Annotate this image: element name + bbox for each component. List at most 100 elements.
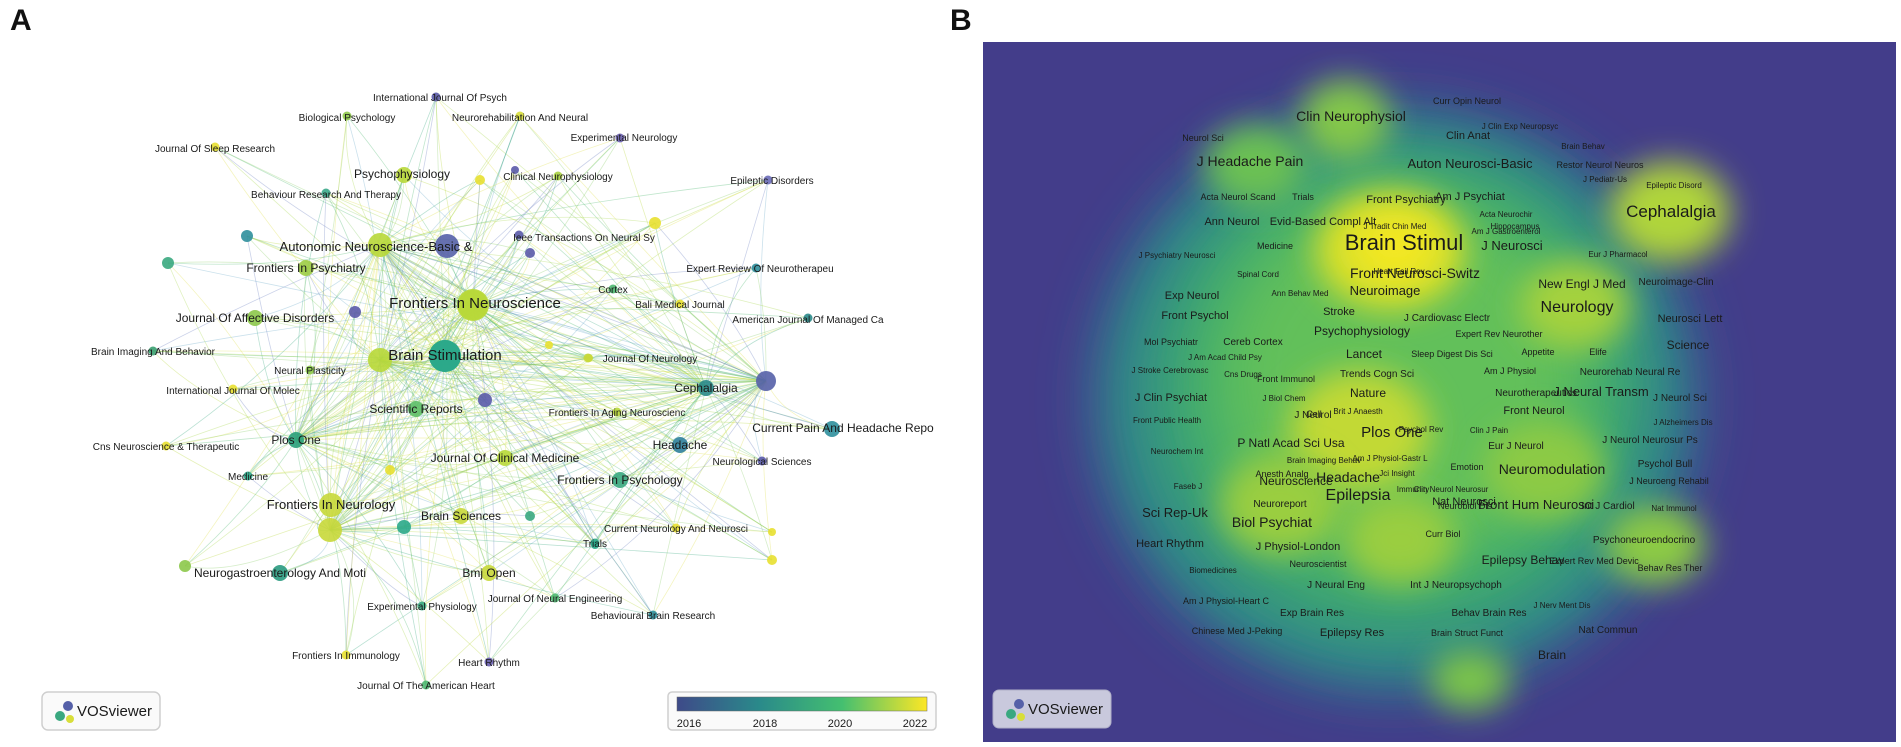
network-node-label: Frontiers In Neuroscience <box>389 295 561 312</box>
network-edge <box>329 529 490 574</box>
vosviewer-logo-text: VOSviewer <box>1028 701 1103 718</box>
network-edge <box>488 387 707 663</box>
network-node-label: Current Pain And Headache Repo <box>752 421 934 435</box>
network-edge <box>329 304 474 531</box>
network-node-label: Journal Of Neurology <box>603 354 698 365</box>
network-node <box>515 111 525 121</box>
network-edge <box>472 304 507 459</box>
network-edge <box>619 380 767 481</box>
network-node-label: Biological Psychology <box>299 113 396 124</box>
network-node-label: Frontiers In Aging Neuroscienc <box>549 408 686 419</box>
network-edge <box>446 245 767 382</box>
density-label: Behav Res Ther <box>1638 563 1703 573</box>
network-edge <box>295 303 681 441</box>
network-edge <box>295 439 621 481</box>
network-edge <box>329 529 427 686</box>
density-label: Psychol Bull <box>1638 459 1692 470</box>
density-label: J Headache Pain <box>1197 153 1304 169</box>
network-edge <box>389 387 707 471</box>
density-label: Front Psychol <box>1161 310 1228 322</box>
network-edge <box>165 244 381 447</box>
network-edge <box>472 304 763 462</box>
density-label: Eur J Neurol <box>1488 441 1544 452</box>
network-node <box>514 230 524 240</box>
network-edge <box>379 359 773 533</box>
network-edge <box>247 387 707 477</box>
network-node <box>349 306 361 318</box>
network-node <box>396 167 412 183</box>
density-label: Clin Anat <box>1446 130 1490 142</box>
network-edge <box>444 179 481 357</box>
year-colorbar: 2016 2018 2020 2022 <box>667 691 937 731</box>
network-edge <box>295 439 462 517</box>
network-labels: International Journal Of PsychBiological… <box>91 93 934 692</box>
network-node-label: Behaviour Research And Therapy <box>251 190 401 201</box>
density-label: Plos One <box>1361 424 1423 441</box>
network-edge <box>379 244 614 290</box>
network-edge <box>460 387 707 517</box>
network-node-label: Plos One <box>271 433 321 447</box>
density-label: Trials <box>1292 192 1314 202</box>
network-edge <box>254 317 707 389</box>
density-label: Neurobiol Dis <box>1438 501 1493 511</box>
network-edge <box>415 387 707 414</box>
network-edge <box>295 439 556 599</box>
network-edge <box>472 304 654 616</box>
network-edge <box>329 529 423 607</box>
network-edge <box>325 192 707 389</box>
network-node <box>228 384 238 394</box>
density-label: Sci Rep-Uk <box>1142 505 1208 520</box>
density-label: Spinal Cord <box>1237 270 1279 279</box>
network-edge <box>619 137 707 389</box>
network-edge <box>379 359 773 561</box>
density-label: Neuroscience <box>1259 474 1333 488</box>
network-edge <box>444 234 520 357</box>
network-edge <box>379 244 618 413</box>
network-edge <box>379 359 423 607</box>
network-edge <box>329 234 520 531</box>
network-edge <box>514 169 707 389</box>
density-label: Biomedicines <box>1189 566 1237 575</box>
network-edge <box>295 192 327 441</box>
density-label: Exp Neurol <box>1165 290 1219 302</box>
network-edge <box>472 179 481 306</box>
network-node <box>342 111 352 121</box>
network-node <box>247 310 263 326</box>
density-label: Trends Cogn Sci <box>1340 369 1414 380</box>
network-node-label: Behavioural Brain Research <box>591 611 716 622</box>
network-node <box>318 518 342 542</box>
network-edge <box>379 244 490 663</box>
network-edge <box>346 115 474 306</box>
network-edge <box>379 252 531 361</box>
network-edge <box>214 146 767 382</box>
network-edge <box>415 378 767 410</box>
network-edge <box>325 192 446 357</box>
network-node <box>648 610 658 620</box>
density-label: Neurosci Lett <box>1658 313 1723 325</box>
network-edge <box>403 355 446 528</box>
network-edge <box>705 317 809 389</box>
density-label: Behav Brain Res <box>1451 608 1526 619</box>
network-edge <box>379 359 767 382</box>
network-edge <box>325 192 381 361</box>
network-node <box>243 471 253 481</box>
network-edge <box>612 288 707 389</box>
network-node-label: Frontiers In Neurology <box>267 497 396 512</box>
network-edge <box>403 174 767 382</box>
network-edge <box>329 529 490 663</box>
network-edge <box>329 380 767 531</box>
network-node <box>612 407 622 417</box>
network-node <box>241 230 253 242</box>
network-edge <box>329 380 767 531</box>
network-edge <box>557 175 707 389</box>
network-node <box>210 142 220 152</box>
network-edge <box>167 244 381 265</box>
density-label: Immunity <box>1397 485 1429 494</box>
network-edge <box>295 357 590 441</box>
network-node <box>553 171 563 181</box>
network-edge <box>295 179 769 441</box>
network-edge <box>379 244 763 462</box>
network-edge <box>295 267 757 441</box>
network-edge <box>214 146 381 361</box>
network-edge <box>152 350 767 382</box>
